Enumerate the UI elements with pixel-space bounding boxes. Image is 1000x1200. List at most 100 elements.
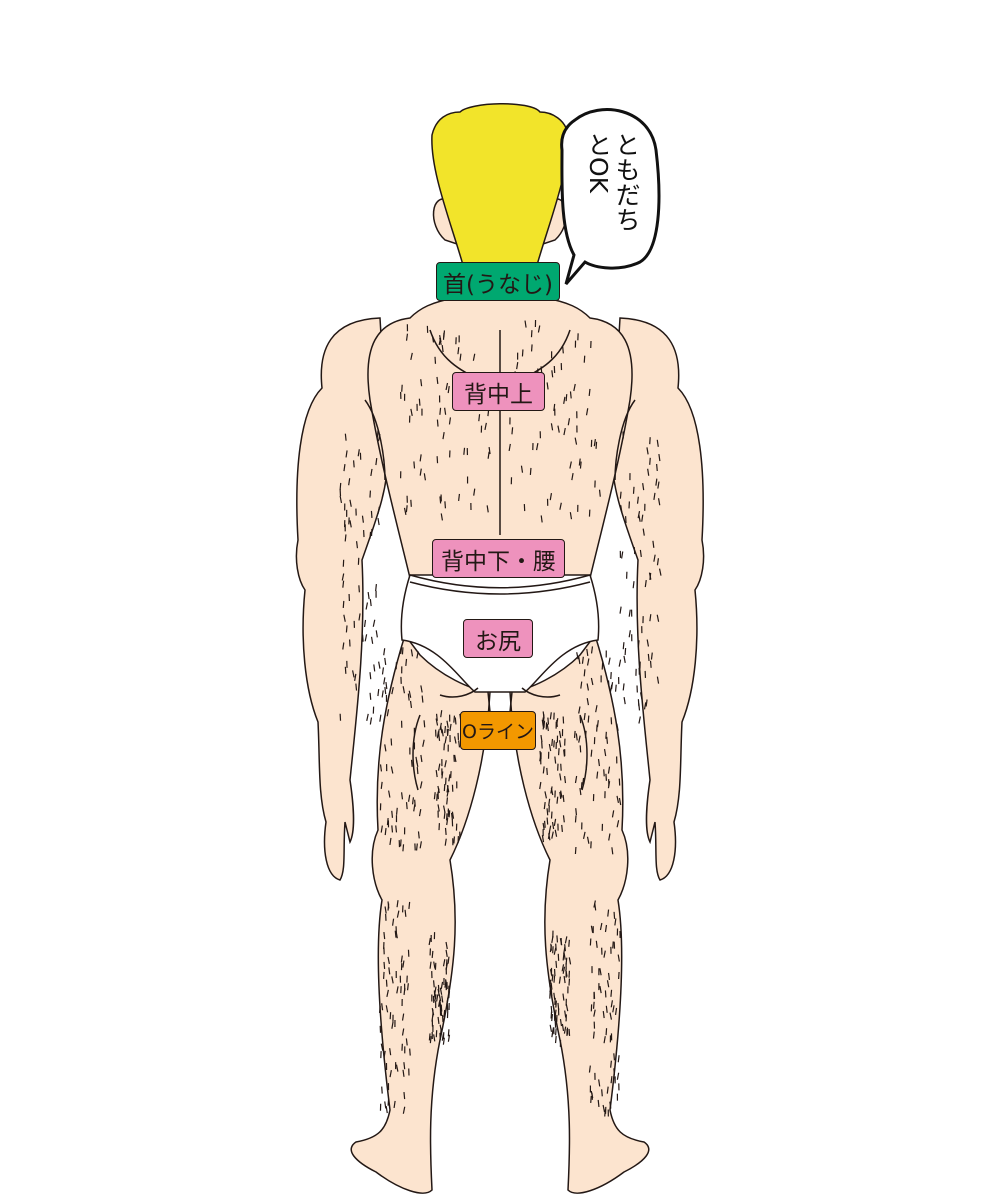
hair-stroke [400, 955, 403, 963]
hair-stroke [383, 648, 386, 656]
hair-stroke [369, 717, 373, 725]
hair-stroke [383, 677, 386, 685]
hair-stroke [571, 473, 574, 481]
hair-stroke [369, 672, 372, 680]
hair-stroke [549, 969, 553, 977]
hair-stroke [563, 975, 566, 984]
hair-stroke [561, 824, 563, 832]
hair-stroke [602, 1011, 605, 1019]
hair-stroke [619, 606, 622, 614]
hair-stroke [642, 528, 645, 536]
hair-stroke [574, 815, 577, 823]
hair-stroke [649, 660, 652, 668]
hair-stroke [550, 988, 553, 997]
hair-stroke [369, 692, 372, 700]
hair-stroke [580, 681, 583, 689]
hair-stroke [447, 1034, 451, 1042]
hair-stroke [400, 646, 403, 655]
hair-stroke [543, 802, 546, 810]
hair-stroke [553, 740, 555, 748]
hair-stroke [608, 833, 611, 841]
hair-stroke [550, 943, 552, 951]
hair-stroke [436, 994, 439, 1002]
hair-stroke [363, 619, 367, 627]
hair-stroke [367, 591, 370, 600]
hair-stroke [546, 723, 549, 732]
hair-stroke [653, 492, 656, 500]
hair-stroke [449, 723, 452, 732]
hair-stroke [377, 506, 380, 514]
hair-stroke [622, 683, 625, 691]
hair-stroke [370, 636, 374, 644]
hair-stroke [603, 1036, 606, 1044]
hair-stroke [588, 388, 591, 396]
hair-stroke [614, 1007, 618, 1015]
hair-stroke [593, 900, 596, 908]
hair-stroke [603, 950, 606, 958]
hair-stroke [377, 517, 380, 526]
hair-stroke [486, 505, 489, 513]
hair-stroke [657, 498, 661, 506]
hair-stroke [542, 766, 545, 774]
hair-stroke [575, 733, 578, 741]
hair-stroke [429, 961, 432, 969]
hair-stroke [541, 835, 545, 843]
hair-stroke [419, 781, 423, 789]
hair-stroke [448, 991, 451, 999]
label-o-line[interactable]: Oライン [460, 711, 536, 750]
hair-stroke [391, 686, 394, 695]
label-buttocks[interactable]: お尻 [463, 619, 533, 658]
hair-stroke [548, 825, 552, 833]
hair-stroke [459, 353, 462, 361]
hair-stroke [396, 910, 400, 918]
label-upper-back[interactable]: 背中上 [452, 372, 545, 411]
hair-stroke [446, 720, 449, 728]
hair-stroke [447, 956, 450, 964]
hair-stroke [358, 585, 360, 593]
left-arm [295, 317, 389, 881]
hair-stroke [561, 1023, 565, 1032]
hair-stroke [379, 764, 383, 772]
hair-stroke [618, 797, 622, 806]
hair-stroke [595, 705, 598, 713]
hair-stroke [628, 609, 631, 617]
hair-stroke [413, 804, 416, 812]
hair-stroke [446, 789, 450, 797]
hair-stroke [355, 541, 359, 549]
right-arm [611, 317, 705, 881]
hair-stroke [369, 531, 372, 539]
label-neck[interactable]: 首(うなじ) [436, 262, 560, 301]
hair-stroke [554, 1009, 557, 1017]
hair-stroke [395, 931, 398, 939]
hair-stroke [423, 720, 426, 728]
hair-stroke [402, 1069, 405, 1077]
hair-stroke [544, 791, 548, 799]
hair-stroke [642, 483, 645, 491]
label-lower-back[interactable]: 背中下・腰 [432, 539, 565, 578]
hair-stroke [608, 657, 611, 665]
hair-stroke [548, 833, 551, 841]
hair-stroke [549, 712, 552, 720]
hair-stroke [546, 817, 549, 825]
hair-stroke [644, 579, 647, 588]
hair-stroke [649, 457, 651, 465]
hair-stroke [384, 828, 387, 836]
hair-stroke [384, 906, 387, 914]
hair-stroke [385, 979, 388, 987]
hair-stroke [585, 762, 588, 770]
hair-stroke [551, 974, 554, 982]
hair-stroke [391, 976, 394, 984]
hair-stroke [353, 460, 355, 468]
hair-stroke [448, 417, 452, 425]
hair-stroke [391, 825, 394, 833]
hair-stroke [581, 656, 584, 664]
hair-stroke [388, 790, 391, 798]
hair-stroke [543, 820, 546, 828]
hair-stroke [550, 787, 554, 796]
hair-stroke [605, 773, 608, 781]
hair-stroke [348, 478, 351, 486]
hair-stroke [344, 666, 347, 674]
hair-stroke [553, 818, 557, 826]
hair-stroke [339, 495, 343, 504]
